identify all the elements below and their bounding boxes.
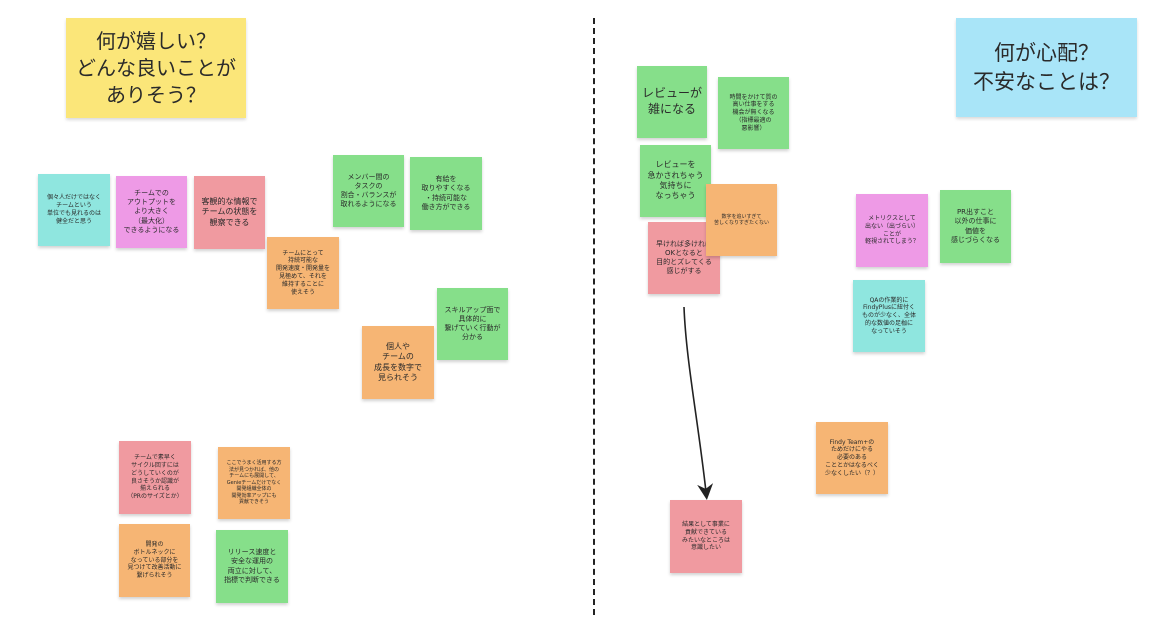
sticky-note[interactable]: 有給を 取りやすくなる ・持続可能な 働き方ができる [410, 157, 482, 230]
sticky-note[interactable]: PR出すこと 以外の仕事に 価値を 感じづらくなる [940, 190, 1011, 263]
sticky-note[interactable]: 結果として事業に 貢献できている みたいなところは 意識したい [670, 500, 742, 573]
sticky-note[interactable]: メトリクスとして 出ない（出づらい） ことが 軽視されてしまう？ [856, 194, 928, 267]
sticky-note[interactable]: 時間をかけて質の 高い仕事をする 機会が無くなる （指標最適の 悪影響） [718, 77, 789, 149]
sticky-note[interactable]: チームにとって 持続可能な 開発速度・開発量を 見極めて、それを 維持することに… [267, 237, 339, 309]
sticky-note[interactable]: 数字を追いすぎて 苦しくなりすぎたくない [706, 184, 777, 256]
sticky-note[interactable]: レビューを 急かされちゃう 気持ちに なっちゃう [640, 145, 711, 217]
sticky-note[interactable]: Findy Team+の ためだけにやる 必要のある こととかはなるべく 少なく… [816, 422, 888, 494]
sticky-note[interactable]: メンバー間の タスクの 割合・バランスが 取れるようになる [333, 155, 404, 227]
header-right-note[interactable]: 何が心配？ 不安なことは？ [956, 18, 1137, 117]
sticky-note[interactable]: 個々人だけではなく チームという 単位でも見れるのは 健全だと思う [38, 174, 110, 246]
sticky-note[interactable]: ここでうまく活用する方 法が見つかれば、他の チームにも展開して、 Genieチ… [218, 447, 290, 519]
sticky-note[interactable]: レビューが 雑になる [637, 66, 707, 138]
sticky-note[interactable]: 開発の ボトルネックに なっている部分を 見つけて改善活動に 繋げられそう [119, 524, 190, 597]
sticky-note[interactable]: リリース速度と 安全な運用の 両立に対して、 指標で判断できる [216, 530, 288, 603]
dashed-divider [593, 18, 595, 615]
sticky-note[interactable]: 客観的な情報で チームの状態を 観察できる [194, 176, 265, 249]
sticky-note[interactable]: チームでの アウトプットを より大きく （最大化） できるようになる [116, 176, 187, 248]
sticky-note[interactable]: スキルアップ面で 具体的に 繋げていく行動が 分かる [437, 288, 508, 360]
sticky-note[interactable]: 個人や チームの 成長を数字で 見られそう [362, 326, 434, 399]
sticky-note[interactable]: QAの作業的に FindyPlusに紐付く ものが少なく、全体 的な数値の足枷に… [853, 280, 925, 352]
sticky-note[interactable]: チームで素早く サイクル回すには どうしていくのが 良さそうか認識が 揃えられる… [119, 441, 191, 514]
header-left-note[interactable]: 何が嬉しい？ どんな良いことが ありそう？ [66, 18, 246, 118]
